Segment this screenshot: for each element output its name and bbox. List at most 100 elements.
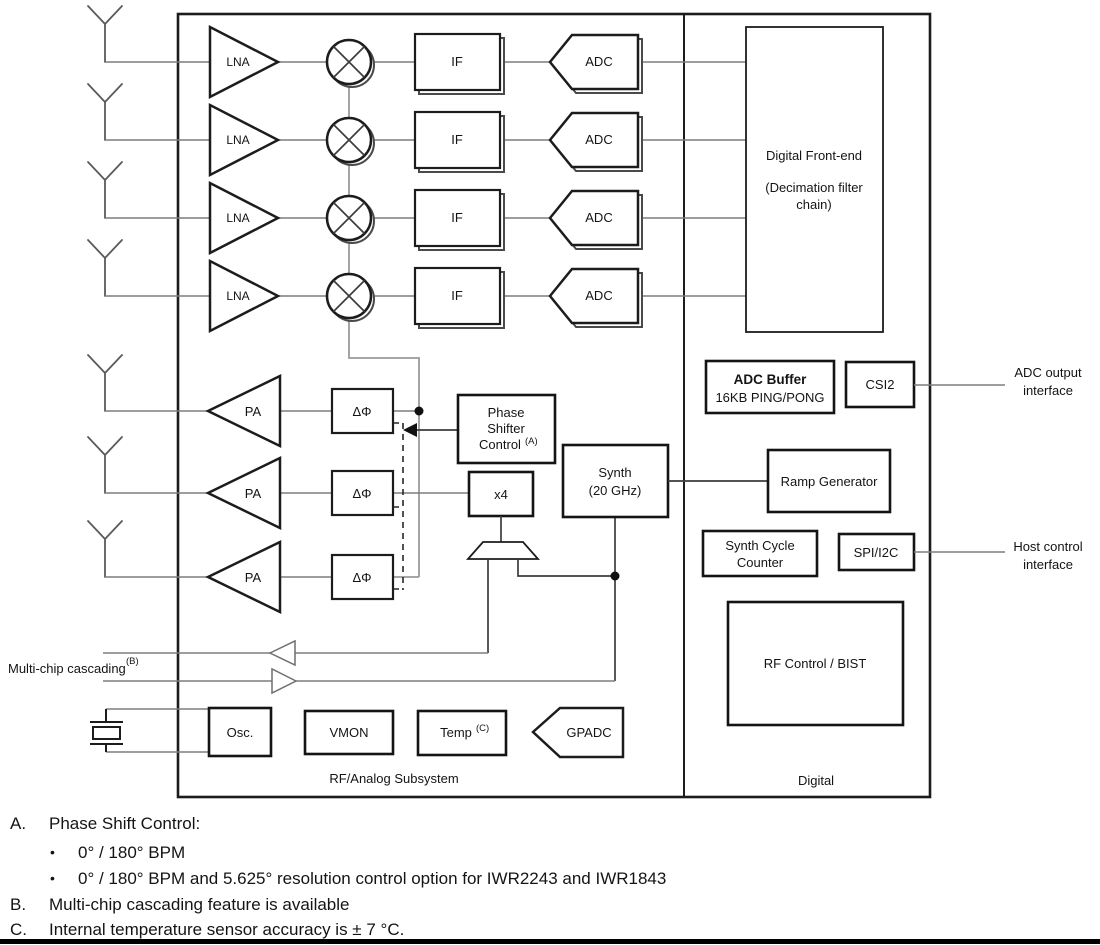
rf-analog-subsystem-label: RF/Analog Subsystem <box>329 771 458 786</box>
osc-label: Osc. <box>227 725 254 740</box>
pa-block-1 <box>205 374 282 448</box>
footnote-a-item2: 0° / 180° BPM and 5.625° resolution cont… <box>78 869 666 888</box>
lna-block-2 <box>208 102 281 178</box>
delta-phi-block-1 <box>330 387 395 435</box>
footnote-b-text: Multi-chip cascading feature is availabl… <box>49 895 350 914</box>
gpadc-label: GPADC <box>566 725 611 740</box>
adc-label-2: ADC <box>585 132 612 147</box>
footnote-b-letter: B. <box>10 895 26 914</box>
adc-block-3 <box>548 189 640 247</box>
phase-control-dashed-wire <box>393 422 404 590</box>
x4-multiplier-block: x4 <box>467 470 535 518</box>
bottom-rule <box>0 939 1100 944</box>
delta-phi-label-3: ΔΦ <box>352 570 371 585</box>
temp-block: Temp (C) <box>416 709 508 757</box>
ramp-generator-label: Ramp Generator <box>781 474 878 489</box>
cascade-out-buffer-icon <box>268 639 296 667</box>
footnote-c-letter: C. <box>10 920 27 939</box>
phase-shifter-blocks: ΔΦ ΔΦ ΔΦ <box>330 387 395 601</box>
synth-cycle-counter-block: Synth Cycle Counter <box>701 529 819 578</box>
adc-buffer-subtitle: 16KB PING/PONG <box>715 390 824 405</box>
pa-block-2 <box>205 456 282 530</box>
adc-buffer-title: ADC Buffer <box>734 372 807 387</box>
digital-label: Digital <box>798 773 834 788</box>
antenna-icon-rx3 <box>87 161 123 219</box>
adc-buffer-block: ADC Buffer 16KB PING/PONG <box>704 359 836 415</box>
synth-block: Synth (20 GHz) <box>561 443 670 519</box>
lna-label-3: LNA <box>226 211 249 225</box>
footnotes: A. Phase Shift Control: • 0° / 180° BPM … <box>10 814 666 939</box>
mixer-icon-4 <box>325 272 375 322</box>
antenna-icon-rx1 <box>87 5 123 63</box>
rx-antenna-icons <box>87 5 123 297</box>
phase-shifter-control-block: Phase Shifter Control (A) <box>456 393 557 465</box>
host-control-interface-label-line2: interface <box>1023 557 1073 572</box>
csi2-label: CSI2 <box>866 377 895 392</box>
rf-control-bist-label: RF Control / BIST <box>764 656 867 671</box>
if-blocks: IF IF IF IF <box>413 32 505 329</box>
tx-antenna-icons <box>87 354 123 578</box>
mixer-icon-1 <box>325 38 375 88</box>
junction-dot-tx1 <box>414 406 424 416</box>
psc-line3: Control <box>479 437 521 452</box>
adc-blocks: ADC ADC ADC ADC <box>548 33 643 328</box>
osc-block: Osc. <box>207 706 273 758</box>
rx-wires <box>105 61 746 297</box>
phase-control-arrowhead-icon <box>403 423 417 437</box>
pa-label-1: PA <box>245 404 262 419</box>
adc-block-1 <box>548 33 640 91</box>
digital-front-end-block: Digital Front-end (Decimation filter cha… <box>745 26 884 333</box>
lna-label-2: LNA <box>226 133 249 147</box>
antenna-icon-rx2 <box>87 83 123 141</box>
adc-label-3: ADC <box>585 210 612 225</box>
mixer-icon-3 <box>325 194 375 244</box>
junction-dot-synth <box>610 571 620 581</box>
chip-outline <box>176 12 932 799</box>
antenna-icon-rx4 <box>87 239 123 297</box>
adc-block-2 <box>548 111 640 169</box>
delta-phi-label-2: ΔΦ <box>352 486 371 501</box>
ramp-generator-block: Ramp Generator <box>766 448 892 514</box>
delta-phi-block-2 <box>330 469 395 517</box>
lna-label-1: LNA <box>226 55 249 69</box>
vmon-block: VMON <box>303 709 395 756</box>
dfe-title: Digital Front-end <box>766 148 862 163</box>
vmon-label: VMON <box>330 725 369 740</box>
antenna-icon-tx1 <box>87 354 123 412</box>
tx-wires <box>105 410 469 578</box>
adc-label-1: ADC <box>585 54 612 69</box>
spi-i2c-label: SPI/I2C <box>854 545 899 560</box>
footnote-a-text: Phase Shift Control: <box>49 814 200 833</box>
adc-output-interface-label-line1: ADC output <box>1014 365 1082 380</box>
multi-chip-cascading: Multi-chip cascading (B) <box>8 639 615 695</box>
rf-control-bist-block: RF Control / BIST <box>726 600 905 727</box>
bullet-icon-1: • <box>50 844 55 860</box>
if-label-1: IF <box>451 54 463 69</box>
delta-phi-label-1: ΔΦ <box>352 404 371 419</box>
temp-superscript: (C) <box>476 723 489 734</box>
mixer-icons <box>325 38 375 322</box>
antenna-icon-tx2 <box>87 436 123 494</box>
cascade-in-buffer-icon <box>271 667 298 695</box>
bullet-icon-2: • <box>50 870 55 886</box>
footnote-a-item1: 0° / 180° BPM <box>78 843 185 862</box>
adc-block-4 <box>548 267 640 325</box>
lo-splitter-routing <box>466 516 620 681</box>
multi-chip-cascading-superscript: (B) <box>126 656 139 667</box>
csi2-block: CSI2 <box>844 360 916 409</box>
footnote-c-text: Internal temperature sensor accuracy is … <box>49 920 404 939</box>
gpadc-block: GPADC <box>531 706 625 759</box>
dfe-sub-line1: (Decimation filter <box>765 180 863 195</box>
lna-block-3 <box>208 180 281 256</box>
dfe-sub-line2: chain) <box>796 197 831 212</box>
if-block-3 <box>413 188 502 248</box>
crystal-oscillator-icon <box>90 708 209 753</box>
multi-chip-cascading-label: Multi-chip cascading <box>8 661 126 676</box>
if-block-1 <box>413 32 502 92</box>
lna-blocks: LNA LNA LNA LNA <box>208 24 281 334</box>
lna-block-4 <box>208 258 281 334</box>
host-control-interface-label-line1: Host control <box>1013 539 1082 554</box>
if-block-2 <box>413 110 502 170</box>
